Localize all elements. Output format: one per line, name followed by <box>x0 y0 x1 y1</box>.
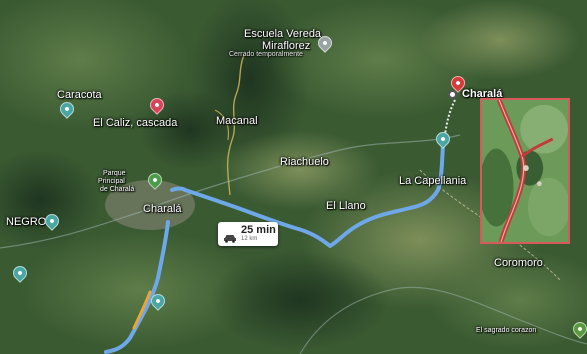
label-macanal: Macanal <box>216 115 258 127</box>
zoom-inset <box>480 98 570 244</box>
label-el-sagrado-corazon: El sagrado corazon <box>476 327 537 334</box>
label-principal: Principal <box>98 178 125 185</box>
label-el-caliz-cascada: El Caliz, cascada <box>93 117 178 129</box>
eta-distance: 12 km <box>241 236 258 242</box>
label-charala-destination: Charalá <box>462 88 503 100</box>
label-riachuelo: Riachuelo <box>280 156 329 168</box>
label-negro: NEGRO <box>6 216 47 228</box>
label-cerrado-temporalmente: Cerrado temporalmente <box>229 51 303 58</box>
label-escuela-vereda: Escuela Vereda <box>244 28 322 40</box>
eta-time: 25 min <box>241 224 276 236</box>
label-caracota: Caracota <box>57 89 102 101</box>
label-parque: Parque <box>103 170 126 177</box>
label-el-llano: El Llano <box>326 200 366 212</box>
car-icon <box>223 230 237 243</box>
route-eta-card[interactable]: 25 min 12 km <box>218 222 278 246</box>
label-la-capellania: La Capellania <box>399 175 467 187</box>
label-de-charala: de Charalá <box>100 186 135 193</box>
inset-satellite-view <box>482 100 568 242</box>
label-miraflorez: Miraflorez <box>262 40 311 52</box>
destination-dot-icon <box>448 90 457 99</box>
label-charala-town: Charalá <box>143 203 182 215</box>
label-coromoro: Coromoro <box>494 257 543 269</box>
